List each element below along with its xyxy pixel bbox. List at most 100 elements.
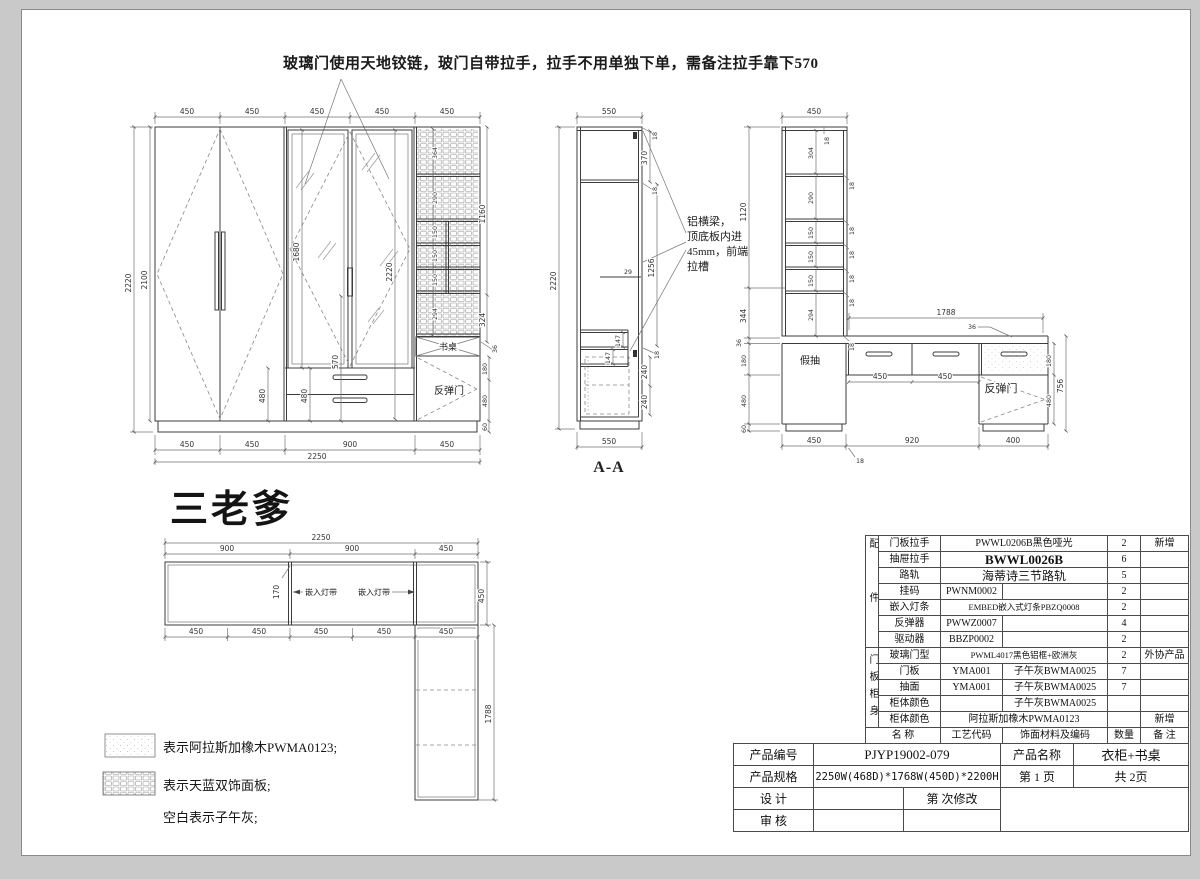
rv-rebound-label: 反弹门 (985, 381, 1018, 395)
parts-header-qty: 数量 (1107, 727, 1141, 744)
section-aa: 550 2220 18 370 18 1256 29 147 147 18 24… (548, 106, 748, 476)
dim-aa-147a: 147 (615, 335, 622, 347)
part-finish (1002, 583, 1108, 600)
table-row: 柜体颜色 阿拉斯加橡木PWMA0123 新增 (866, 711, 1189, 728)
table-row: 产品规格 2250W(468D)*1768W(450D)*2200H 第 1 页… (733, 765, 1189, 788)
front-rebound-label: 反弹门 (434, 384, 464, 397)
section-note-line-4: 拉槽 (687, 259, 709, 273)
dim-aa-147b: 147 (605, 352, 612, 364)
part-qty: 5 (1107, 567, 1141, 584)
section-linework (576, 126, 643, 430)
legend-swatch-blue-panel (102, 771, 156, 796)
table-row: 抽屉拉手 BWWL0026B 6 (866, 551, 1189, 568)
dim-front-glass-h: 1680 (292, 242, 301, 261)
part-remark (1140, 583, 1189, 600)
dim-rv-1120: 1120 (739, 202, 748, 221)
dim-plan-bot-1: 450 (189, 627, 204, 636)
design-value (813, 787, 904, 810)
table-row: 门板柜身 玻璃门型 PWML4017黑色铝框+欧洲灰 2 外协产品 (865, 647, 1189, 728)
part-remark (1140, 695, 1189, 712)
plan-dim-lines (163, 538, 498, 802)
dim-rv-36r: 36 (968, 324, 976, 331)
revision-label: 第 次修改 (903, 787, 1001, 810)
part-qty (1107, 711, 1141, 728)
part-name: 抽屉拉手 (878, 551, 941, 568)
part-name: 柜体颜色 (878, 695, 941, 712)
dim-front-bottom-4: 450 (440, 440, 455, 449)
dim-rv-60l: 60 (741, 425, 748, 433)
product-code-label: 产品编号 (733, 743, 814, 766)
part-name: 抽面 (878, 679, 941, 696)
dim-front-top-2: 450 (245, 107, 260, 116)
dim-plan-tail: 1788 (484, 704, 493, 723)
dim-rv-bottom-2: 920 (905, 436, 920, 445)
front-dim-lines (130, 112, 494, 465)
parts-header-finish: 饰面材料及编码 (1002, 727, 1108, 744)
dim-front-cell-4: 150 (432, 250, 439, 262)
part-remark (1140, 615, 1189, 632)
plan-view: 2250 900 900 450 170 嵌入灯带 嵌入灯带 450 450 4… (163, 532, 498, 802)
dim-front-cell-6: 294 (432, 308, 439, 320)
table-row: 反弹器 PWWZ0007 4 (866, 615, 1189, 632)
dim-aa-top: 550 (602, 107, 617, 116)
dim-rv-bottom-1: 450 (807, 436, 822, 445)
front-elevation: 450 450 450 450 450 2220 2100 1680 570 2… (123, 106, 500, 465)
parts-header-remark: 备 注 (1140, 727, 1189, 744)
part-qty: 2 (1107, 535, 1141, 552)
dim-aa-370: 370 (640, 151, 649, 166)
dim-rv-cell-3: 150 (808, 227, 815, 239)
dim-plan-bot-3: 450 (314, 627, 329, 636)
dim-aa-height: 2220 (549, 271, 558, 290)
dim-aa-240b: 240 (640, 395, 649, 410)
dim-rv-foot18: 18 (856, 458, 864, 465)
parts-header-name: 名 称 (865, 727, 941, 744)
product-name-value: 衣柜+书桌 (1073, 743, 1189, 766)
table-row: 挂码 PWNM0002 2 (866, 583, 1189, 600)
part-remark: 新增 (1140, 535, 1189, 552)
dim-front-h-inner: 2100 (140, 270, 149, 289)
dim-rv-480l: 480 (741, 395, 748, 407)
legend-item-3: 空白表示子午灰; (163, 810, 258, 825)
top-note-text: 玻璃门使用天地铰链，玻门自带拉手，拉手不用单独下单，需备注拉手靠下570 (283, 54, 819, 72)
part-name: 嵌入灯条 (878, 599, 941, 616)
plan-linework (164, 561, 479, 801)
part-name: 挂码 (878, 583, 941, 600)
table-row: 审 核 (733, 809, 1189, 832)
legend-item-2: 表示天蓝双饰面板; (163, 778, 271, 793)
dim-front-right-60: 60 (482, 423, 489, 431)
part-remark (1140, 599, 1189, 616)
page-count: 共 2页 (1073, 765, 1189, 788)
dim-aa-18b: 18 (652, 187, 659, 195)
part-code: YMA001 (940, 663, 1003, 680)
top-note-leaders (304, 78, 390, 185)
dim-plan-bot-4: 450 (377, 627, 392, 636)
table-row: 驱动器 BBZP0002 2 (866, 631, 1189, 648)
dim-front-right-324: 324 (478, 313, 487, 328)
title-block-blank (1000, 787, 1189, 832)
table-row: 抽面 YMA001 子午灰BWMA0025 7 (866, 679, 1189, 696)
watermark: 三老爹 (170, 489, 293, 531)
dim-front-top-1: 450 (180, 107, 195, 116)
part-value: PWWL0206B黑色哑光 (940, 535, 1108, 552)
dim-rv-cell-5: 150 (808, 275, 815, 287)
dim-rv-drawer-2: 450 (938, 372, 953, 381)
parts-group-accessories: 配件 (865, 535, 879, 648)
part-qty: 2 (1107, 647, 1141, 664)
part-name: 门板拉手 (878, 535, 941, 552)
front-linework (154, 126, 481, 433)
table-row: 产品编号 PJYP19002-079 产品名称 衣柜+书桌 (733, 743, 1189, 766)
dim-plan-bot-5: 450 (439, 627, 454, 636)
section-note-line-1: 铝横梁， (687, 214, 731, 228)
dim-front-right-36: 36 (492, 345, 499, 353)
right-dim-lines (744, 112, 1068, 458)
dim-plan-seg-1: 900 (220, 544, 235, 553)
product-spec-label: 产品规格 (733, 765, 814, 788)
dim-front-top-3: 450 (310, 107, 325, 116)
dim-aa-1256: 1256 (647, 258, 656, 277)
dim-rv-36l: 36 (736, 339, 743, 347)
dim-aa-240a: 240 (640, 365, 649, 380)
part-name: 驱动器 (878, 631, 941, 648)
top-note: 玻璃门使用天地铰链，玻门自带拉手，拉手不用单独下单，需备注拉手靠下570 (283, 54, 819, 185)
plan-light-label-2: 嵌入灯带 (358, 587, 390, 597)
